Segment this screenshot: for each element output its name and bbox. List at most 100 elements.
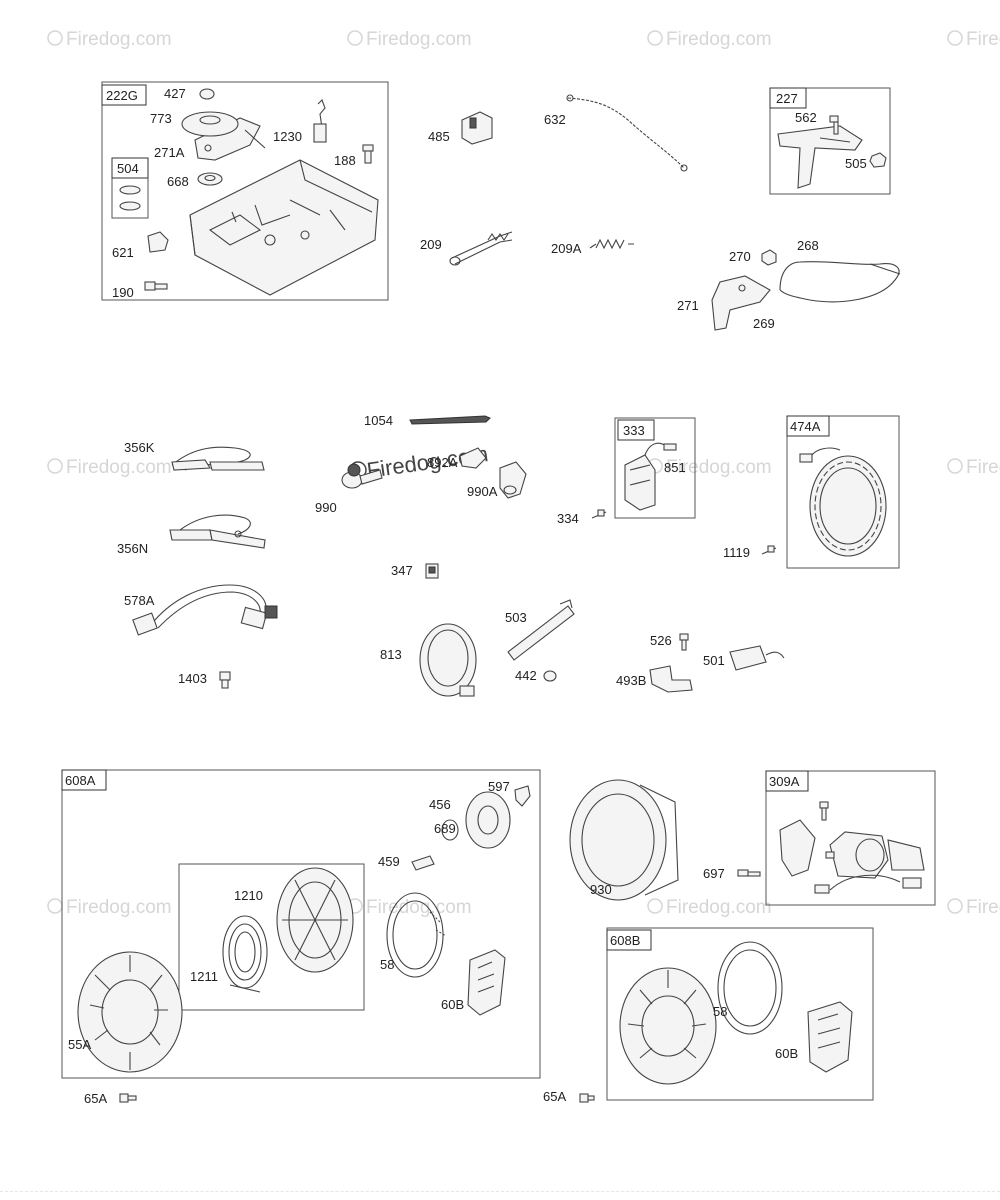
- box-309a: [765, 770, 936, 906]
- part-label: 190: [112, 285, 134, 300]
- part-label: 209: [420, 237, 442, 252]
- part-label: 562: [795, 110, 817, 125]
- watermark: Firedog.com: [47, 897, 172, 918]
- watermark-text: Firedog.com: [666, 457, 772, 478]
- watermark: Firedog.com: [347, 897, 472, 918]
- control-bracket-drawing: [189, 159, 379, 296]
- starter-motor-drawing: [779, 801, 925, 894]
- watermarks: Firedog.com Firedog.com Firedog.com Fire…: [47, 29, 1000, 918]
- watermark: Firedog.com: [47, 29, 172, 50]
- ignition-key-drawing: [341, 463, 383, 489]
- screw-65a-b-drawing: [579, 1093, 595, 1103]
- part-label: 493B: [616, 673, 646, 688]
- box-222g: [101, 81, 389, 301]
- screen-930-drawing: [569, 779, 679, 901]
- part-label: 270: [729, 249, 751, 264]
- part-label: 1403: [178, 671, 207, 686]
- watermark: Firedog.com: [347, 29, 472, 50]
- rewind-housing-drawing: [77, 951, 183, 1073]
- part-label: 268: [797, 238, 819, 253]
- box-label: 222G: [106, 88, 138, 103]
- throttle-bracket-drawing: [777, 115, 887, 189]
- part-label: 58: [380, 957, 394, 972]
- part-label: 55A: [68, 1037, 91, 1052]
- watermark: Firedog.com: [47, 457, 172, 478]
- part-label: 65A: [543, 1089, 566, 1104]
- part-label: 990: [315, 500, 337, 515]
- wire-harness-356k-drawing: [171, 446, 265, 471]
- screw-1403-drawing: [219, 671, 231, 689]
- box-tag-222g: 222G: [101, 84, 147, 106]
- armature-drawing: [624, 442, 677, 511]
- part-labels: 427 773 1230 271A 188 668 621 190 485 63…: [68, 86, 867, 1106]
- watermark: Firedog.com: [647, 29, 772, 50]
- box-608b: [606, 927, 874, 1101]
- cable-tie-drawing: [409, 415, 491, 425]
- part-label: 526: [650, 633, 672, 648]
- screw-442-drawing: [543, 670, 557, 682]
- washers-drawing: [119, 185, 141, 211]
- part-label: 269: [753, 316, 775, 331]
- part-label: 1054: [364, 413, 393, 428]
- box-label: 309A: [769, 774, 800, 789]
- part-label: 188: [334, 153, 356, 168]
- box-tag-333: 333: [617, 419, 655, 441]
- part-label: 697: [703, 866, 725, 881]
- screw-drawing: [362, 144, 374, 164]
- part-label: 990A: [467, 484, 498, 499]
- strip-503-drawing: [507, 599, 575, 661]
- guard-58-drawing: [386, 892, 447, 978]
- part-label: 347: [391, 563, 413, 578]
- cup-456-drawing: [465, 785, 531, 849]
- alternator-drawing: [799, 447, 887, 557]
- part-label: 209A: [551, 241, 582, 256]
- part-label: 1230: [273, 129, 302, 144]
- screw-334-drawing: [591, 509, 607, 519]
- part-label: 930: [590, 882, 612, 897]
- part-label: 459: [378, 854, 400, 869]
- key-switch-drawing: [459, 447, 527, 499]
- pulley-drawing: [181, 88, 239, 137]
- grommet-drawing: [197, 172, 223, 186]
- watermark-text: Firedog.com: [366, 29, 472, 50]
- part-label: 621: [112, 245, 134, 260]
- screw-1119-drawing: [761, 545, 777, 555]
- part-label: 456: [429, 797, 451, 812]
- part-label: 578A: [124, 593, 155, 608]
- wire-harness-578a-drawing: [132, 584, 278, 636]
- pulley-1210-drawing: [276, 867, 354, 973]
- box-tag-309a: 309A: [765, 770, 809, 792]
- box-label: 333: [623, 423, 645, 438]
- cable-clamp-drawing: [461, 111, 493, 145]
- wire-harness-356n-drawing: [169, 514, 266, 549]
- watermark-text: Firedog.com: [66, 457, 172, 478]
- watermark-text: Firedog.com: [966, 897, 1000, 918]
- watermark: Firedog.com: [947, 897, 1000, 918]
- box-tag-227: 227: [769, 87, 807, 109]
- watermark: Firedog.com: [947, 457, 1000, 478]
- part-label: 1211: [190, 969, 218, 984]
- watermark-text: Firedog.com: [666, 29, 772, 50]
- watermark-text: Firedog.com: [366, 897, 472, 918]
- part-label: 689: [434, 821, 456, 836]
- box-label: 227: [776, 91, 798, 106]
- housing-60b-drawing: [467, 949, 506, 1016]
- watermark-text: Firedog.com: [666, 897, 772, 918]
- spring-drawing: [589, 238, 634, 250]
- clip-drawing: [147, 231, 169, 253]
- watermark-text: Firedog.com: [966, 29, 1000, 50]
- part-label: 356N: [117, 541, 148, 556]
- recoil-spring-drawing: [222, 915, 268, 993]
- throttle-lever-drawing: [711, 249, 901, 331]
- box-608a-inner: [178, 863, 365, 1011]
- part-label: 892A: [427, 455, 458, 470]
- pawl-drawing: [411, 819, 459, 871]
- part-label: 505: [845, 156, 867, 171]
- box-333: [614, 417, 696, 519]
- part-label: 427: [164, 86, 186, 101]
- box-label: 504: [117, 161, 139, 176]
- part-label: 356K: [124, 440, 155, 455]
- watermark-text: Firedog.com: [66, 897, 172, 918]
- screw-526-drawing: [679, 633, 689, 651]
- part-label: 60B: [441, 997, 464, 1012]
